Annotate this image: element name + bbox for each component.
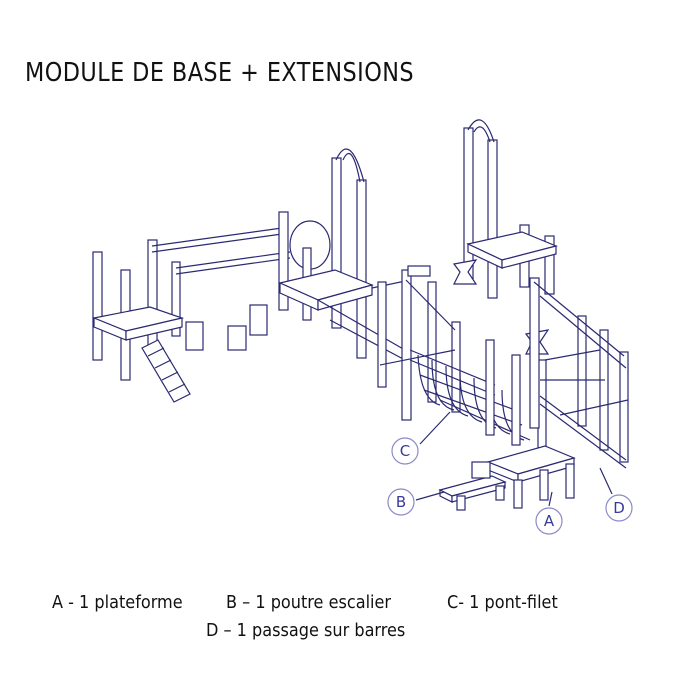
callout-a-label: A: [544, 512, 555, 530]
legend-a: A - 1 plateforme: [52, 593, 183, 613]
left-tower: [91, 239, 268, 403]
callout-a: A: [535, 491, 563, 535]
callout-b-label: B: [396, 493, 406, 511]
bar-passage: [529, 277, 629, 469]
middle-tower: [278, 148, 411, 361]
callout-c-label: C: [400, 442, 410, 460]
step-beam-b: [438, 461, 507, 511]
callout-b: B: [387, 488, 445, 516]
overhead-bars: [151, 227, 291, 275]
legend-b: B – 1 poutre escalier: [226, 593, 392, 613]
arch-tower: [452, 119, 558, 299]
center-frame: [377, 265, 461, 421]
legend-d: D – 1 passage sur barres: [206, 621, 406, 641]
platform-a: [486, 445, 576, 509]
callout-d-label: D: [613, 499, 625, 517]
callout-d: D: [599, 467, 633, 522]
callout-c: C: [391, 411, 451, 465]
diagram-title: MODULE DE BASE + EXTENSIONS: [25, 58, 415, 88]
legend-c: C- 1 pont-filet: [447, 593, 558, 613]
